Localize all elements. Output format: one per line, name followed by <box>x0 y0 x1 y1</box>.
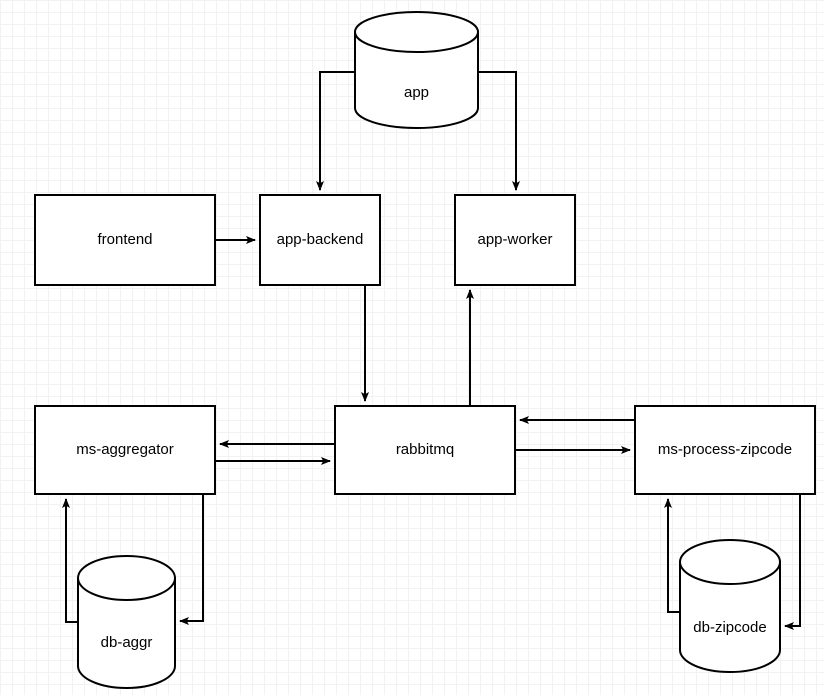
edge-db-zipcode-to-ms-process-zipcode <box>664 498 680 613</box>
node-ms-process-zipcode[interactable]: ms-process-zipcode <box>634 405 816 495</box>
rabbitmq-label: rabbitmq <box>396 441 454 458</box>
ms-process-zipcode-label: ms-process-zipcode <box>658 441 792 458</box>
frontend-box <box>34 194 216 286</box>
node-db-zipcode[interactable]: db-zipcode <box>679 539 781 673</box>
db-zipcode-label: db-zipcode <box>693 619 766 636</box>
node-app[interactable]: app <box>354 11 479 129</box>
node-rabbitmq[interactable]: rabbitmq <box>334 405 516 495</box>
node-frontend[interactable]: frontend <box>34 194 216 286</box>
node-db-aggr[interactable]: db-aggr <box>77 555 176 689</box>
app-cylinder-body <box>354 31 479 129</box>
app-label: app <box>404 84 429 101</box>
app-cylinder-top <box>354 11 479 53</box>
edge-db-aggr-to-ms-aggregator <box>62 498 78 623</box>
node-ms-aggregator[interactable]: ms-aggregator <box>34 405 216 495</box>
edge-app-to-app-backend <box>316 71 355 191</box>
app-backend-label: app-backend <box>277 231 364 248</box>
db-aggr-label: db-aggr <box>101 634 153 651</box>
app-worker-box <box>454 194 576 286</box>
node-app-backend[interactable]: app-backend <box>259 194 381 286</box>
node-app-worker[interactable]: app-worker <box>454 194 576 286</box>
app-backend-box <box>259 194 381 286</box>
ms-aggregator-label: ms-aggregator <box>76 441 174 458</box>
db-aggr-cylinder-body <box>77 577 176 689</box>
rabbitmq-box <box>334 405 516 495</box>
db-aggr-cylinder-top <box>77 555 176 601</box>
app-worker-label: app-worker <box>477 231 552 248</box>
frontend-label: frontend <box>97 231 152 248</box>
db-zipcode-cylinder-top <box>679 539 781 585</box>
edge-layer <box>62 71 801 630</box>
edge-app-to-app-worker <box>478 71 520 191</box>
edge-ms-aggregator-to-db-aggr <box>179 494 204 625</box>
edge-ms-process-zipcode-to-db-zipcode <box>784 494 801 630</box>
db-zipcode-cylinder-body <box>679 561 781 673</box>
ms-aggregator-box <box>34 405 216 495</box>
ms-process-zipcode-box <box>634 405 816 495</box>
